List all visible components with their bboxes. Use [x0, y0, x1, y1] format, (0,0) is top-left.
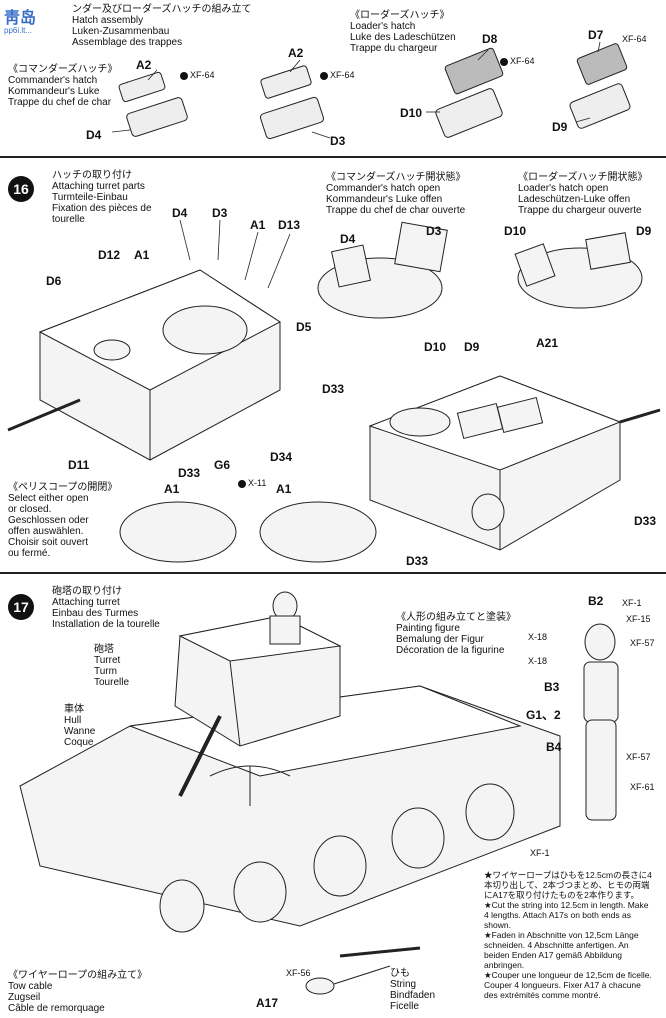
part-label: D33	[178, 466, 201, 480]
part-label: B2	[588, 594, 604, 608]
color-callout: XF-57	[626, 752, 651, 762]
part-label: D8	[482, 32, 498, 46]
color-callout: XF-56	[286, 968, 311, 978]
part-label: D10	[504, 224, 527, 238]
part-label: B3	[544, 680, 560, 694]
color-callout: XF-15	[626, 614, 651, 624]
part-label: D3	[212, 206, 228, 220]
color-callout: XF-64	[180, 70, 215, 80]
color-callout: X-18	[528, 656, 548, 666]
paint-dot-icon	[500, 57, 508, 66]
part-label: A1	[134, 248, 150, 262]
paint-dot-icon	[238, 479, 246, 488]
step-15-diagram	[111, 41, 631, 140]
step-16-diagram	[7, 219, 661, 563]
part-label: D10	[424, 340, 447, 354]
part-label: D3	[330, 134, 346, 148]
part-label: D33	[322, 382, 345, 396]
step-17-diagram	[19, 591, 619, 995]
part-label: D4	[340, 232, 356, 246]
part-label: G6	[214, 458, 231, 472]
part-label: D33	[634, 514, 657, 528]
part-label: A2	[288, 46, 304, 60]
part-label: A17	[256, 996, 279, 1010]
color-callout: XF-64	[622, 34, 647, 44]
part-label: D12	[98, 248, 121, 262]
part-label: B4	[546, 740, 562, 754]
part-label: A1	[164, 482, 180, 496]
tow-cable-note: ★ワイヤーロープはひもを12.5cmの長さに4本切り出して、2本づつまとめ、ヒモ…	[484, 870, 652, 1000]
part-label: D34	[270, 450, 293, 464]
part-label: D9	[464, 340, 480, 354]
watermark-logo: 靑岛 pp6i.lt...	[4, 10, 37, 35]
part-label: G1、2	[526, 708, 561, 722]
step-number-badge: 17	[8, 594, 34, 620]
part-label: D3	[426, 224, 442, 238]
color-callout: XF-1	[530, 848, 550, 858]
paint-dot-icon	[180, 71, 188, 80]
part-label: D10	[400, 106, 423, 120]
color-callout: XF-64	[500, 56, 535, 66]
color-callout: X-11	[238, 478, 266, 488]
part-label: D6	[46, 274, 62, 288]
step-number-badge: 16	[8, 176, 34, 202]
part-label: A2	[136, 58, 152, 72]
part-label: D33	[406, 554, 429, 568]
part-label: D11	[68, 458, 90, 472]
part-label: A1	[250, 218, 266, 232]
color-callout: X-18	[528, 632, 548, 642]
color-callout: XF-64	[320, 70, 355, 80]
part-label: D9	[552, 120, 568, 134]
part-label: A21	[536, 336, 559, 350]
part-label: A1	[276, 482, 292, 496]
part-label: D5	[296, 320, 312, 334]
paint-dot-icon	[320, 71, 328, 80]
part-label: D4	[172, 206, 188, 220]
part-label: D13	[278, 218, 301, 232]
color-callout: XF-61	[630, 782, 655, 792]
part-label: D9	[636, 224, 652, 238]
color-callout: XF-1	[622, 598, 642, 608]
part-label: D7	[588, 28, 604, 42]
color-callout: XF-57	[630, 638, 655, 648]
part-label: D4	[86, 128, 102, 142]
